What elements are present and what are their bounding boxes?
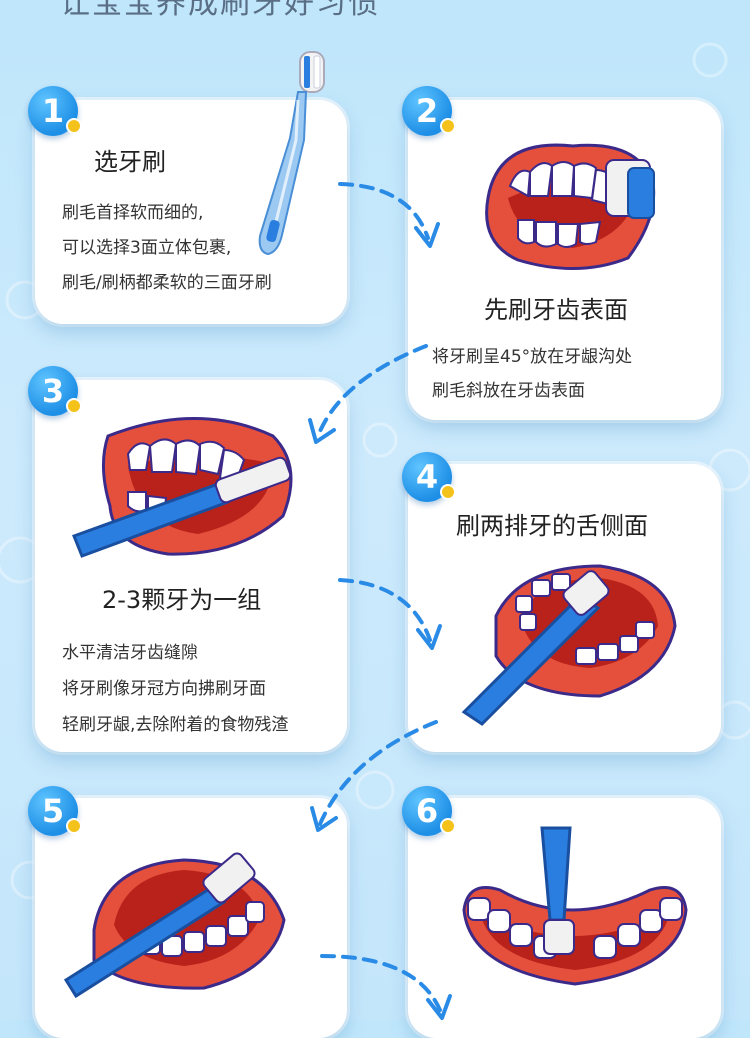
- step-1-line-3: 刷毛/刷柄都柔软的三面牙刷: [62, 273, 272, 293]
- step-1-line-1: 刷毛首择软而细的,: [62, 203, 204, 223]
- step-6-number: 6: [415, 792, 439, 830]
- step-1-title: 选牙刷: [94, 148, 166, 176]
- badge-dot: [440, 818, 456, 834]
- brush-lower-teeth-illustration: [63, 852, 286, 999]
- three-sided-toothbrush-illustration: [258, 51, 325, 256]
- arrow-step-1-to-2: [338, 182, 440, 248]
- step-4-title: 刷两排牙的舌侧面: [456, 512, 648, 540]
- brush-inner-teeth-illustration: [461, 564, 677, 726]
- step-5-badge: 5: [28, 786, 82, 836]
- badge-dot: [66, 118, 82, 134]
- step-2-badge: 2: [402, 86, 456, 136]
- page-title: 让宝宝养成刷牙好习惯: [60, 0, 380, 21]
- step-3-title: 2-3颗牙为一组: [102, 586, 262, 614]
- step-3-line-3: 轻刷牙龈,去除附着的食物残渣: [62, 715, 289, 735]
- step-5-number: 5: [41, 792, 65, 830]
- brush-front-inner-teeth-illustration: [462, 826, 688, 986]
- step-3-line-1: 水平清洁牙齿缝隙: [62, 643, 198, 663]
- brush-front-teeth-illustration: [485, 143, 656, 271]
- arrow-step-5-to-6: [320, 954, 452, 1020]
- step-2-title: 先刷牙齿表面: [484, 296, 628, 324]
- arrow-step-2-to-3: [308, 344, 428, 444]
- step-2-line-1: 将牙刷呈45°放在牙龈沟处: [432, 347, 633, 367]
- step-3-line-2: 将牙刷像牙冠方向拂刷牙面: [62, 679, 266, 699]
- arrow-step-3-to-4: [338, 578, 442, 650]
- badge-dot: [66, 818, 82, 834]
- step-2-line-2: 刷毛斜放在牙齿表面: [432, 381, 585, 401]
- step-1-line-2: 可以选择3面立体包裹,: [62, 238, 232, 258]
- step-6-badge: 6: [402, 786, 456, 836]
- step-3-badge: 3: [28, 366, 82, 416]
- badge-dot: [440, 484, 456, 500]
- arrow-step-4-to-5: [310, 720, 438, 832]
- step-1-badge: 1: [28, 86, 82, 136]
- brush-side-teeth-illustration: [72, 417, 293, 558]
- step-2-number: 2: [415, 92, 439, 130]
- step-4-number: 4: [415, 458, 439, 496]
- step-1-number: 1: [41, 92, 65, 130]
- badge-dot: [440, 118, 456, 134]
- badge-dot: [66, 398, 82, 414]
- step-3-number: 3: [41, 372, 65, 410]
- step-4-badge: 4: [402, 452, 456, 502]
